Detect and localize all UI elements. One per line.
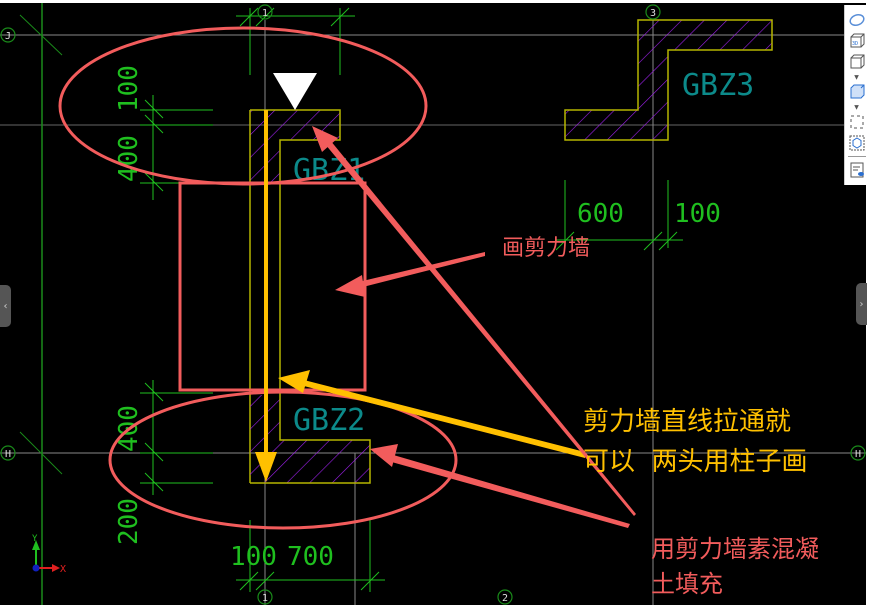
3d-view-icon[interactable]: 3D bbox=[848, 32, 866, 50]
column-label-gbz3: GBZ3 bbox=[682, 68, 754, 103]
annotation-draw-wall: 画剪力墙 bbox=[502, 236, 591, 261]
triangle-marker-icon bbox=[273, 73, 317, 110]
ucs-x-label: X bbox=[60, 564, 66, 575]
dimension-lines bbox=[140, 7, 683, 592]
axis-label-1-top: 1 bbox=[262, 8, 268, 19]
ucs-y-label: Y bbox=[32, 534, 38, 544]
dim-bottom-700: 700 bbox=[287, 542, 334, 572]
drawing-canvas[interactable]: 100 400 400 200 100 700 600 100 GBZ1 GBZ… bbox=[0, 3, 866, 605]
view-toolbar: 3D ▼ ▼ bbox=[844, 5, 868, 185]
left-panel-toggle[interactable]: ‹ bbox=[0, 285, 11, 327]
dropdown-arrow-icon[interactable]: ▼ bbox=[854, 73, 859, 81]
axis-bubbles bbox=[0, 4, 866, 605]
column-gbz2[interactable]: GBZ2 bbox=[250, 395, 371, 484]
orbit-icon[interactable] bbox=[848, 11, 866, 29]
axis-label-j: J bbox=[5, 31, 11, 42]
axis-label-3: 3 bbox=[650, 8, 656, 19]
axis-label-h-left: H bbox=[5, 449, 11, 460]
toolbar-divider bbox=[847, 156, 866, 157]
tick-mark bbox=[19, 431, 63, 475]
yellow-arrow-left bbox=[278, 370, 585, 458]
dim-left-400-top: 400 bbox=[114, 135, 144, 182]
dim-right-100: 100 bbox=[674, 199, 721, 229]
annotation-red-line2: 土填充 bbox=[651, 570, 723, 598]
dropdown-arrow-icon[interactable]: ▼ bbox=[854, 103, 859, 111]
annotation-yellow-line2: 可以 两头用柱子画 bbox=[583, 447, 808, 477]
dim-right-600: 600 bbox=[577, 199, 624, 229]
dim-left-100: 100 bbox=[114, 65, 144, 112]
red-arrow-gbz2 bbox=[370, 444, 630, 528]
select-box-icon[interactable] bbox=[848, 113, 866, 131]
svg-text:3D: 3D bbox=[852, 41, 858, 47]
axis-label-h-right: H bbox=[855, 449, 861, 460]
dim-bottom-100: 100 bbox=[230, 542, 277, 572]
tick-mark bbox=[19, 14, 63, 56]
drawing-svg: 100 400 400 200 100 700 600 100 GBZ1 GBZ… bbox=[0, 3, 866, 605]
shear-wall-rect bbox=[178, 181, 367, 392]
yellow-arrow-down bbox=[255, 110, 277, 482]
display-settings-icon[interactable] bbox=[848, 161, 866, 179]
column-label-gbz2: GBZ2 bbox=[293, 403, 365, 438]
cube-wireframe-icon[interactable] bbox=[848, 53, 866, 71]
highlight-ellipse-bottom bbox=[108, 390, 458, 530]
axis-label-2: 2 bbox=[502, 593, 508, 604]
right-panel-toggle[interactable]: › bbox=[856, 283, 867, 325]
component-view-icon[interactable] bbox=[848, 134, 866, 152]
red-arrow-wall bbox=[335, 252, 485, 297]
cube-solid-icon[interactable] bbox=[848, 83, 866, 101]
column-gbz3[interactable]: GBZ3 bbox=[564, 19, 773, 141]
ucs-icon: Y X bbox=[32, 534, 66, 575]
annotation-yellow-line1: 剪力墙直线拉通就 bbox=[583, 407, 792, 437]
annotation-red-line1: 用剪力墙素混凝 bbox=[651, 535, 819, 563]
red-arrow-gbz1 bbox=[312, 126, 636, 516]
dim-left-200: 200 bbox=[114, 498, 144, 545]
highlight-ellipse-top bbox=[58, 26, 428, 186]
axis-label-1-bottom: 1 bbox=[262, 593, 268, 604]
